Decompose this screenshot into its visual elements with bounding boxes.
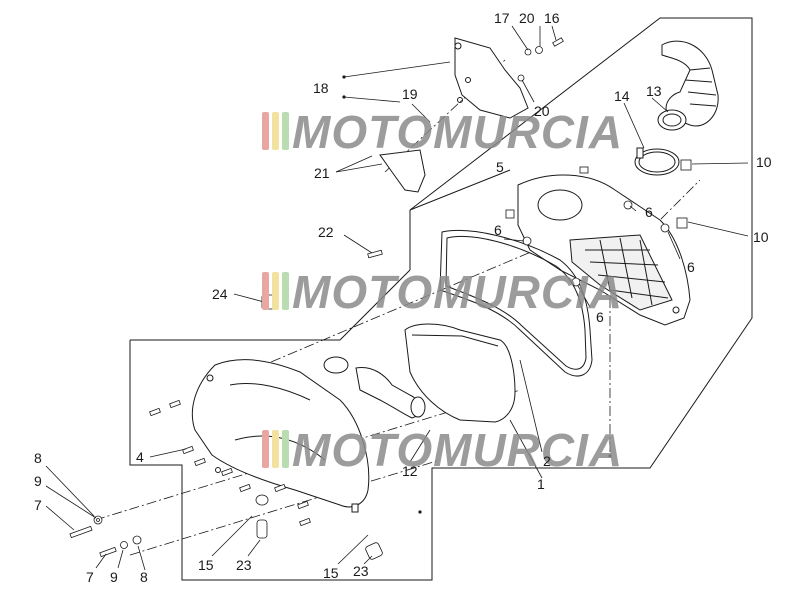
callout-20-top: 20 [519,10,535,26]
callout-10-upper: 10 [756,154,772,170]
callout-18: 18 [313,80,329,96]
watermark-logo-2: MOTOMURCIA [262,266,623,318]
callout-23-right: 23 [353,563,369,579]
upper-group-outline [409,17,753,469]
inner-pipe-part [323,356,426,419]
callout-17: 17 [494,10,510,26]
callout-9-left: 9 [34,473,42,489]
callout-13: 13 [646,83,662,99]
callout-4: 4 [136,449,144,465]
callout-19: 19 [402,86,418,102]
hardware-parts [69,37,692,560]
lower-group-top-edge [130,269,411,341]
callout-6-b: 6 [687,259,695,275]
watermark-text-2: MOTOMURCIA [292,266,623,318]
callout-7-bottom: 7 [86,569,94,585]
callout-12: 12 [402,463,418,479]
callout-7-left: 7 [34,497,42,513]
callout-2: 2 [543,453,551,469]
callout-labels: 17 20 16 18 19 20 21 5 13 14 10 10 6 6 6… [34,10,788,600]
callout-10-lower: 10 [753,229,769,245]
callout-24: 24 [212,286,228,302]
leader-lines [45,25,749,571]
watermark-logo-1: MOTOMURCIA [262,106,623,158]
callout-15-right: 15 [323,565,339,581]
callout-23-left: 23 [236,557,252,573]
watermark-text-1: MOTOMURCIA [292,106,623,158]
callout-6-c: 6 [494,222,502,238]
callout-21: 21 [314,165,330,181]
callout-8-bottom: 8 [140,569,148,585]
callout-16: 16 [544,10,560,26]
callout-20: 20 [534,103,550,119]
callout-1: 1 [537,476,545,492]
callout-6-d: 6 [596,309,604,325]
leader-dots [342,75,612,514]
upper-bracket-part [379,37,529,193]
airbox-housing-part [517,174,691,326]
callout-9-bottom: 9 [110,569,118,585]
callout-22: 22 [318,224,334,240]
callout-15-left: 15 [198,557,214,573]
callout-6-e: 6 [780,587,788,600]
callout-6-a: 6 [645,204,653,220]
leader-5 [409,169,511,211]
callout-8-left: 8 [34,450,42,466]
watermark-group: MOTOMURCIA MOTOMURCIA MOTOMURCIA [262,106,623,476]
callout-14: 14 [614,88,630,104]
watermark-logo-3: MOTOMURCIA [262,424,623,476]
intake-duct-part [634,40,719,176]
group-outlines [129,17,753,581]
watermark-text-3: MOTOMURCIA [292,424,623,476]
callout-5: 5 [496,159,504,175]
lower-group-outline [129,340,520,581]
filter-element-part [404,323,516,423]
